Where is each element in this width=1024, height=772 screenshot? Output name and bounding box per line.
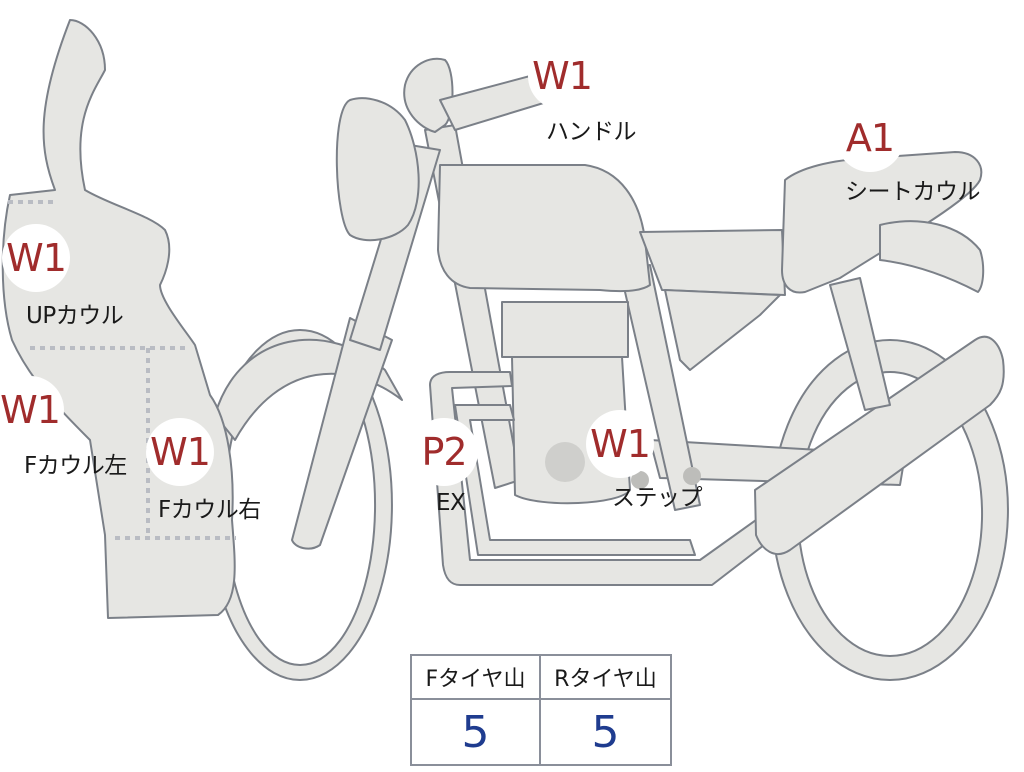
grade-marker-step: W1 [586,410,654,478]
label-seat-cowl: シートカウル [845,179,981,205]
exhaust-2 [454,404,696,556]
grade-marker-handle: W1 [528,42,596,110]
front-tire-header: Fタイヤ山 [412,656,541,700]
step-peg-2 [683,467,701,485]
side-panel [664,289,781,371]
front-tire-value: 5 [412,700,541,764]
engine-top [501,301,629,358]
grade-marker-f-cowl-left: W1 [0,376,64,444]
front-fork [291,317,393,550]
engine-cover [545,442,585,482]
grade-marker-seat-cowl: A1 [836,104,904,172]
tire-tread-table: Fタイヤ山 Rタイヤ山 5 5 [410,654,672,766]
side-cover [639,229,786,296]
label-f-cowl-left: Fカウル左 [24,453,127,479]
grade-marker-up-cowl: W1 [2,224,70,292]
rear-wheel [770,339,1009,681]
subframe [829,277,891,411]
seat-cowl [781,151,983,294]
rear-tire-value: 5 [591,706,620,758]
fuel-tank [437,164,651,293]
rear-tire-header: Rタイヤ山 [541,656,670,700]
label-handle: ハンドル [546,119,637,145]
step-peg-1 [631,471,649,489]
muffler [754,335,1005,555]
label-up-cowl: UPカウル [26,303,124,329]
label-step: ステップ [612,485,703,511]
label-ex: EX [436,490,466,516]
label-f-cowl-right: Fカウル右 [158,497,261,523]
tail-cowl [879,220,985,293]
handlebar [403,57,454,133]
headlight [335,97,420,242]
grade-marker-f-cowl-right: W1 [146,418,214,486]
exhaust-1 [429,371,791,586]
grade-marker-ex: P2 [410,418,478,486]
